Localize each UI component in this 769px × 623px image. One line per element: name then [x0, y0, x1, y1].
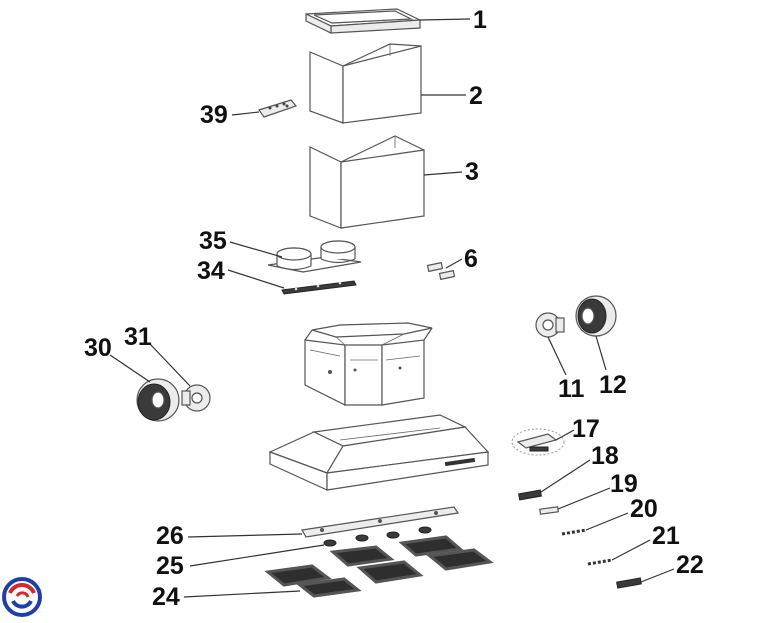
part-number-21: 21	[652, 522, 680, 550]
part-number-17: 17	[572, 415, 600, 443]
part-20-drawing	[561, 528, 587, 536]
switch-board-drawing	[511, 428, 565, 456]
part-number-19: 19	[610, 470, 638, 498]
part-number-35: 35	[199, 227, 227, 255]
connectors-drawing	[426, 261, 456, 281]
part-21-drawing	[587, 558, 613, 566]
remote-control-drawing	[258, 99, 298, 118]
motor-left-drawing	[181, 384, 211, 412]
filters-drawing	[264, 535, 494, 598]
part-number-30: 30	[84, 334, 112, 362]
part-19-drawing	[539, 506, 560, 515]
part-number-18: 18	[591, 442, 619, 470]
part-number-2: 2	[469, 82, 483, 110]
part-number-6: 6	[464, 245, 478, 273]
upper-chimney-drawing	[309, 43, 422, 124]
part-number-39: 39	[200, 101, 228, 129]
swirl-logo-icon	[2, 577, 42, 617]
part-number-24: 24	[152, 583, 180, 611]
part-number-25: 25	[156, 552, 184, 580]
part-number-11: 11	[558, 375, 585, 403]
canopy-drawing	[268, 414, 490, 491]
part-number-3: 3	[465, 158, 479, 186]
part-18-drawing	[518, 489, 542, 501]
motor-housing-drawing	[304, 322, 433, 406]
leader-lines	[109, 18, 675, 598]
part-number-31: 31	[124, 323, 152, 351]
part-number-26: 26	[156, 522, 184, 550]
part-number-22: 22	[676, 551, 704, 579]
frame-drawing	[305, 8, 423, 34]
duct-collars-drawing	[267, 240, 362, 273]
fan-wheel-left-drawing	[136, 378, 180, 422]
lights-drawing	[323, 526, 432, 547]
lower-chimney-drawing	[309, 135, 425, 229]
fan-wheel-right-drawing	[575, 295, 617, 337]
part-number-1: 1	[473, 6, 487, 34]
light-bar-drawing	[301, 506, 460, 538]
part-number-12: 12	[599, 371, 627, 399]
mounting-bracket-drawing	[281, 280, 357, 295]
part-number-34: 34	[197, 257, 225, 285]
part-22-drawing	[616, 577, 642, 589]
part-number-labels: 1 2 3 6 11 12 17 18 19 20 21 22 24 25 26…	[84, 6, 704, 611]
part-number-20: 20	[630, 495, 658, 523]
motor-right-drawing	[535, 312, 565, 338]
